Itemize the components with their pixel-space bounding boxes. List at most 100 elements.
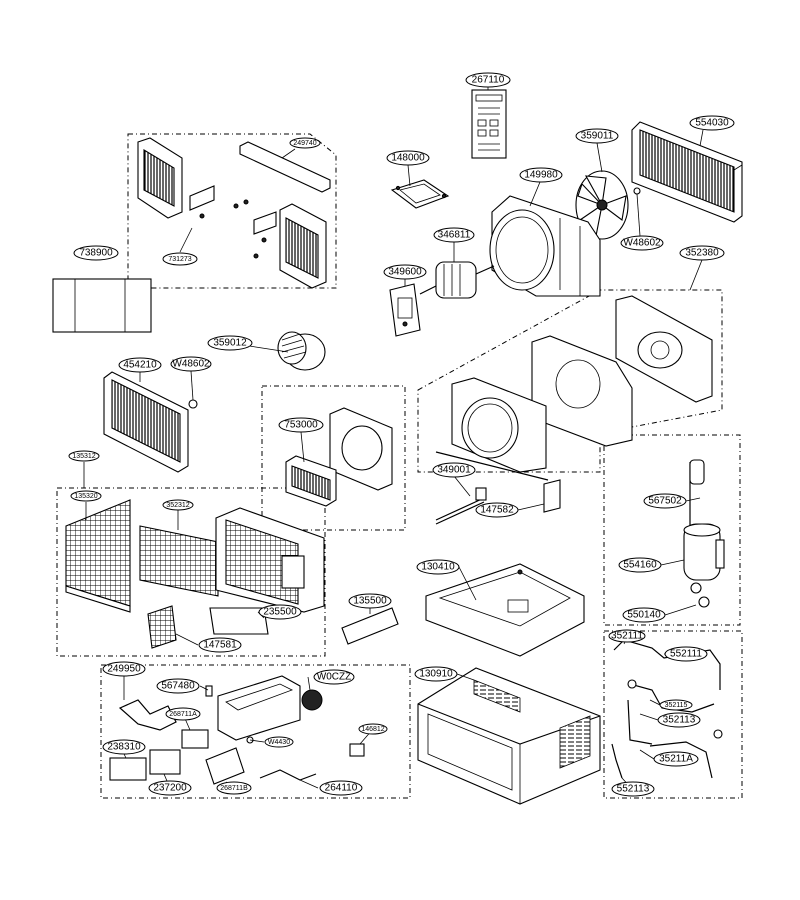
group-boundary-front-grille — [56, 487, 326, 657]
svg-text:W48602: W48602 — [172, 359, 210, 370]
svg-text:W4430: W4430 — [268, 739, 290, 746]
part-label[interactable]: W0CZZ — [313, 669, 355, 685]
part-label[interactable]: 130410 — [416, 559, 460, 575]
part-label[interactable]: 146812 — [358, 723, 388, 735]
svg-text:35211A: 35211A — [659, 754, 693, 765]
svg-text:249740: 249740 — [293, 140, 316, 147]
part-label[interactable]: 135312 — [68, 450, 100, 462]
svg-text:235500: 235500 — [263, 607, 297, 618]
svg-text:268711B: 268711B — [220, 785, 248, 792]
part-label[interactable]: 359012 — [207, 335, 253, 351]
part-label[interactable]: W48602 — [170, 356, 212, 372]
svg-text:237200: 237200 — [153, 783, 187, 794]
part-label[interactable]: 130910 — [414, 666, 458, 682]
svg-text:731273: 731273 — [168, 256, 191, 263]
svg-text:567502: 567502 — [648, 496, 682, 507]
group-boundary-electrical — [100, 664, 411, 799]
part-label[interactable]: 264110 — [319, 780, 363, 796]
svg-text:346811: 346811 — [438, 230, 471, 241]
svg-text:552111: 552111 — [670, 649, 702, 660]
svg-text:352380: 352380 — [685, 248, 719, 259]
part-label[interactable]: 349600 — [383, 264, 427, 280]
part-label[interactable]: 235500 — [258, 604, 302, 620]
electrical-components — [109, 675, 365, 785]
svg-text:146812: 146812 — [361, 726, 384, 733]
svg-text:554030: 554030 — [695, 118, 729, 129]
svg-text:267110: 267110 — [472, 75, 505, 86]
part-label[interactable]: 147581 — [198, 637, 242, 653]
svg-text:554160: 554160 — [623, 560, 657, 571]
svg-text:349001: 349001 — [437, 465, 471, 476]
svg-text:130410: 130410 — [421, 562, 455, 573]
part-label[interactable]: 352312 — [162, 499, 194, 511]
svg-text:352111: 352111 — [611, 631, 643, 642]
svg-text:135312: 135312 — [72, 453, 95, 460]
part-label[interactable]: 149980 — [519, 167, 563, 183]
evaporator-housing — [285, 407, 393, 507]
svg-text:753000: 753000 — [284, 420, 318, 431]
part-label[interactable]: W48602 — [620, 235, 664, 251]
part-label[interactable]: 147582 — [475, 502, 519, 518]
part-label[interactable]: W4430 — [264, 736, 294, 748]
part-label[interactable]: 738900 — [73, 245, 119, 261]
part-label[interactable]: 554030 — [689, 115, 735, 131]
svg-text:567480: 567480 — [161, 681, 195, 692]
svg-text:135320: 135320 — [74, 493, 97, 500]
part-labels: 267110 249740 148000 359011 554030 14998… — [68, 72, 735, 797]
part-label[interactable]: 249740 — [289, 137, 321, 149]
base-pan — [425, 563, 585, 657]
part-label[interactable]: 567502 — [643, 493, 687, 509]
part-label[interactable]: 352113 — [657, 712, 701, 728]
control-label-sheet — [471, 89, 507, 159]
part-label[interactable]: 550140 — [622, 607, 666, 623]
part-label[interactable]: 352111 — [608, 629, 646, 643]
svg-text:738900: 738900 — [79, 248, 113, 259]
svg-text:349600: 349600 — [388, 267, 422, 278]
part-label[interactable]: 552111 — [664, 646, 708, 662]
svg-text:352312: 352312 — [166, 502, 189, 509]
part-label[interactable]: 135320 — [70, 490, 102, 502]
condenser-coil — [631, 121, 743, 223]
svg-text:W48602: W48602 — [623, 238, 661, 249]
part-label[interactable]: 731273 — [162, 252, 198, 266]
part-label[interactable]: 148000 — [386, 150, 430, 166]
svg-text:552113: 552113 — [617, 784, 650, 795]
part-label[interactable]: 359011 — [575, 128, 619, 144]
group-boundary-piping — [603, 630, 743, 799]
part-label[interactable]: 454210 — [118, 357, 162, 373]
part-label[interactable]: 567480 — [156, 678, 200, 694]
svg-text:148000: 148000 — [391, 153, 425, 164]
part-label[interactable]: 554160 — [618, 557, 662, 573]
front-grille-assembly — [65, 499, 325, 649]
part-label[interactable]: 268711A — [165, 707, 201, 721]
svg-text:359012: 359012 — [213, 338, 247, 349]
svg-text:W0CZZ: W0CZZ — [317, 672, 351, 683]
condenser-fan — [575, 170, 641, 240]
motor-support — [389, 283, 421, 337]
side-curtain-assembly — [137, 137, 331, 289]
bulkhead-assembly — [435, 295, 713, 481]
part-label[interactable]: 237200 — [148, 780, 192, 796]
svg-text:149980: 149980 — [524, 170, 558, 181]
part-label[interactable]: 268711B — [216, 781, 252, 795]
mounting-rail — [341, 607, 399, 645]
outer-cabinet — [417, 667, 601, 805]
part-label[interactable]: 352115 — [659, 699, 693, 711]
svg-text:147582: 147582 — [480, 505, 514, 516]
svg-text:147581: 147581 — [203, 640, 237, 651]
part-label[interactable]: 267110 — [465, 72, 511, 88]
part-label[interactable]: 552113 — [611, 781, 655, 797]
evaporator-coil — [103, 371, 198, 473]
part-label[interactable]: 352380 — [679, 245, 725, 261]
part-label[interactable]: 346811 — [433, 227, 475, 243]
part-label[interactable]: 753000 — [278, 417, 324, 433]
group-boundary-compressor — [603, 434, 741, 626]
part-label[interactable]: 249950 — [102, 661, 146, 677]
part-label[interactable]: 349001 — [432, 462, 476, 478]
motor-bracket — [390, 179, 450, 209]
drain-parts — [435, 479, 561, 525]
part-label[interactable]: 135500 — [348, 593, 392, 609]
part-label[interactable]: 238310 — [102, 739, 146, 755]
fan-motor — [419, 261, 495, 299]
part-label[interactable]: 35211A — [653, 751, 699, 767]
